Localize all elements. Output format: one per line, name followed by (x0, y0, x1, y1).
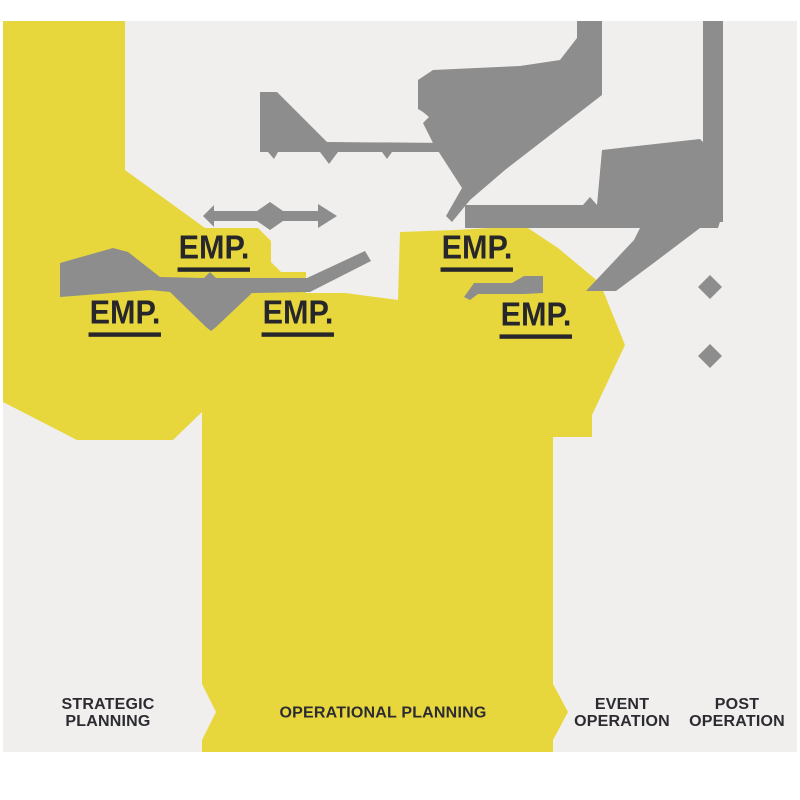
emp-label-2: EMP. (88, 297, 162, 337)
phase-operational-line1: OPERATIONAL PLANNING (279, 704, 487, 722)
phase-post-line1: POST (714, 696, 760, 713)
connector-bar-icon (464, 276, 543, 300)
yellow-highlight-region (3, 21, 625, 752)
phase-post-line2: OPERATION (689, 713, 785, 730)
phase-strategic-line2: PLANNING (65, 713, 151, 730)
arrow-cluster-band-icon (465, 139, 723, 291)
funnel-arrow-icon (60, 248, 371, 331)
phase-label-operational-planning: OPERATIONAL PLANNING (280, 705, 487, 722)
phase-label-post-operation: POST OPERATION (689, 696, 785, 730)
phase-event-line2: OPERATION (574, 713, 670, 730)
double-headed-arrow-icon (203, 202, 337, 230)
diamond-bullet-icon (698, 275, 722, 299)
top-stub-bar-icon (260, 92, 452, 164)
phase-label-strategic-planning: STRATEGIC PLANNING (61, 696, 154, 730)
phase-event-line1: EVENT (594, 696, 650, 713)
emp-label-3: EMP. (261, 297, 335, 337)
phase-strategic-line1: STRATEGIC (61, 696, 155, 713)
emp-label-1: EMP. (177, 232, 251, 272)
arrow-cluster-left-arm-icon (418, 21, 602, 222)
emp-label-5: EMP. (499, 299, 573, 339)
phase-label-event-operation: EVENT OPERATION (574, 696, 670, 730)
diamond-bullet-icon (698, 344, 722, 368)
emp-label-4: EMP. (440, 232, 514, 272)
